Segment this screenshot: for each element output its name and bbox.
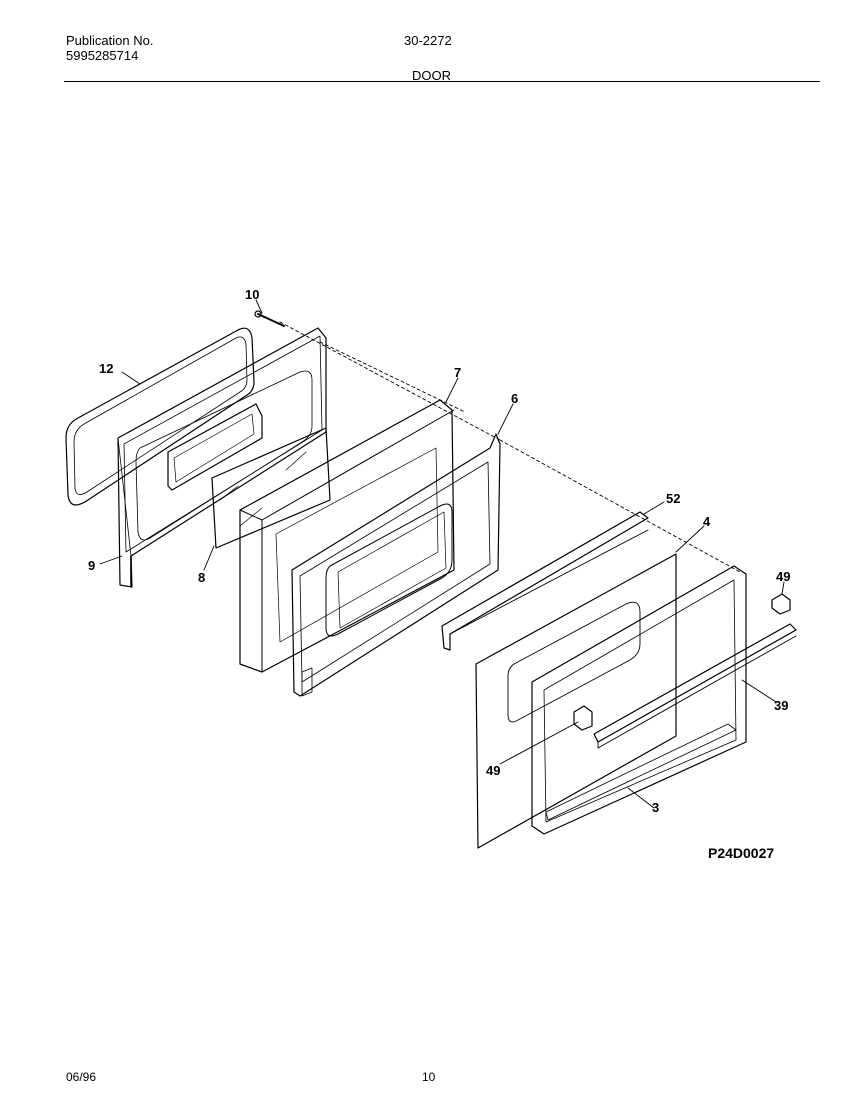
inner-door-panel xyxy=(291,433,501,697)
footer-date: 06/96 xyxy=(66,1070,97,1084)
callout-49-center: 49 xyxy=(486,763,500,778)
inner-glass xyxy=(211,427,331,549)
clip-right xyxy=(771,593,791,615)
leader-lines xyxy=(99,299,785,809)
callout-3: 3 xyxy=(652,800,659,815)
callout-10: 10 xyxy=(245,287,259,302)
part-callouts: 10 12 7 6 9 8 52 4 49 39 49 3 P24D0027 xyxy=(88,287,790,861)
callout-39: 39 xyxy=(774,698,788,713)
callout-52: 52 xyxy=(666,491,680,506)
callout-12: 12 xyxy=(99,361,113,376)
door-gasket xyxy=(65,327,255,506)
callout-6: 6 xyxy=(511,391,518,406)
callout-4: 4 xyxy=(703,514,711,529)
outer-door-frame xyxy=(531,565,747,835)
section-title: DOOR xyxy=(412,68,451,83)
publication-label: Publication No. xyxy=(66,33,154,48)
drawing-code: P24D0027 xyxy=(708,845,774,861)
publication-number: 5995285714 xyxy=(66,48,139,63)
header-rule xyxy=(64,81,820,82)
door-frame-box xyxy=(239,399,455,673)
door-liner xyxy=(117,327,327,588)
callout-9: 9 xyxy=(88,558,95,573)
callout-7: 7 xyxy=(454,365,461,380)
screw xyxy=(254,310,285,327)
footer-page-number: 10 xyxy=(422,1070,436,1084)
door-channel xyxy=(441,511,649,651)
clip-center xyxy=(573,705,593,731)
callout-49-right: 49 xyxy=(776,569,790,584)
outer-glass xyxy=(475,553,677,849)
callout-8: 8 xyxy=(198,570,205,585)
trim-strip xyxy=(593,623,797,749)
model-number: 30-2272 xyxy=(404,33,452,48)
